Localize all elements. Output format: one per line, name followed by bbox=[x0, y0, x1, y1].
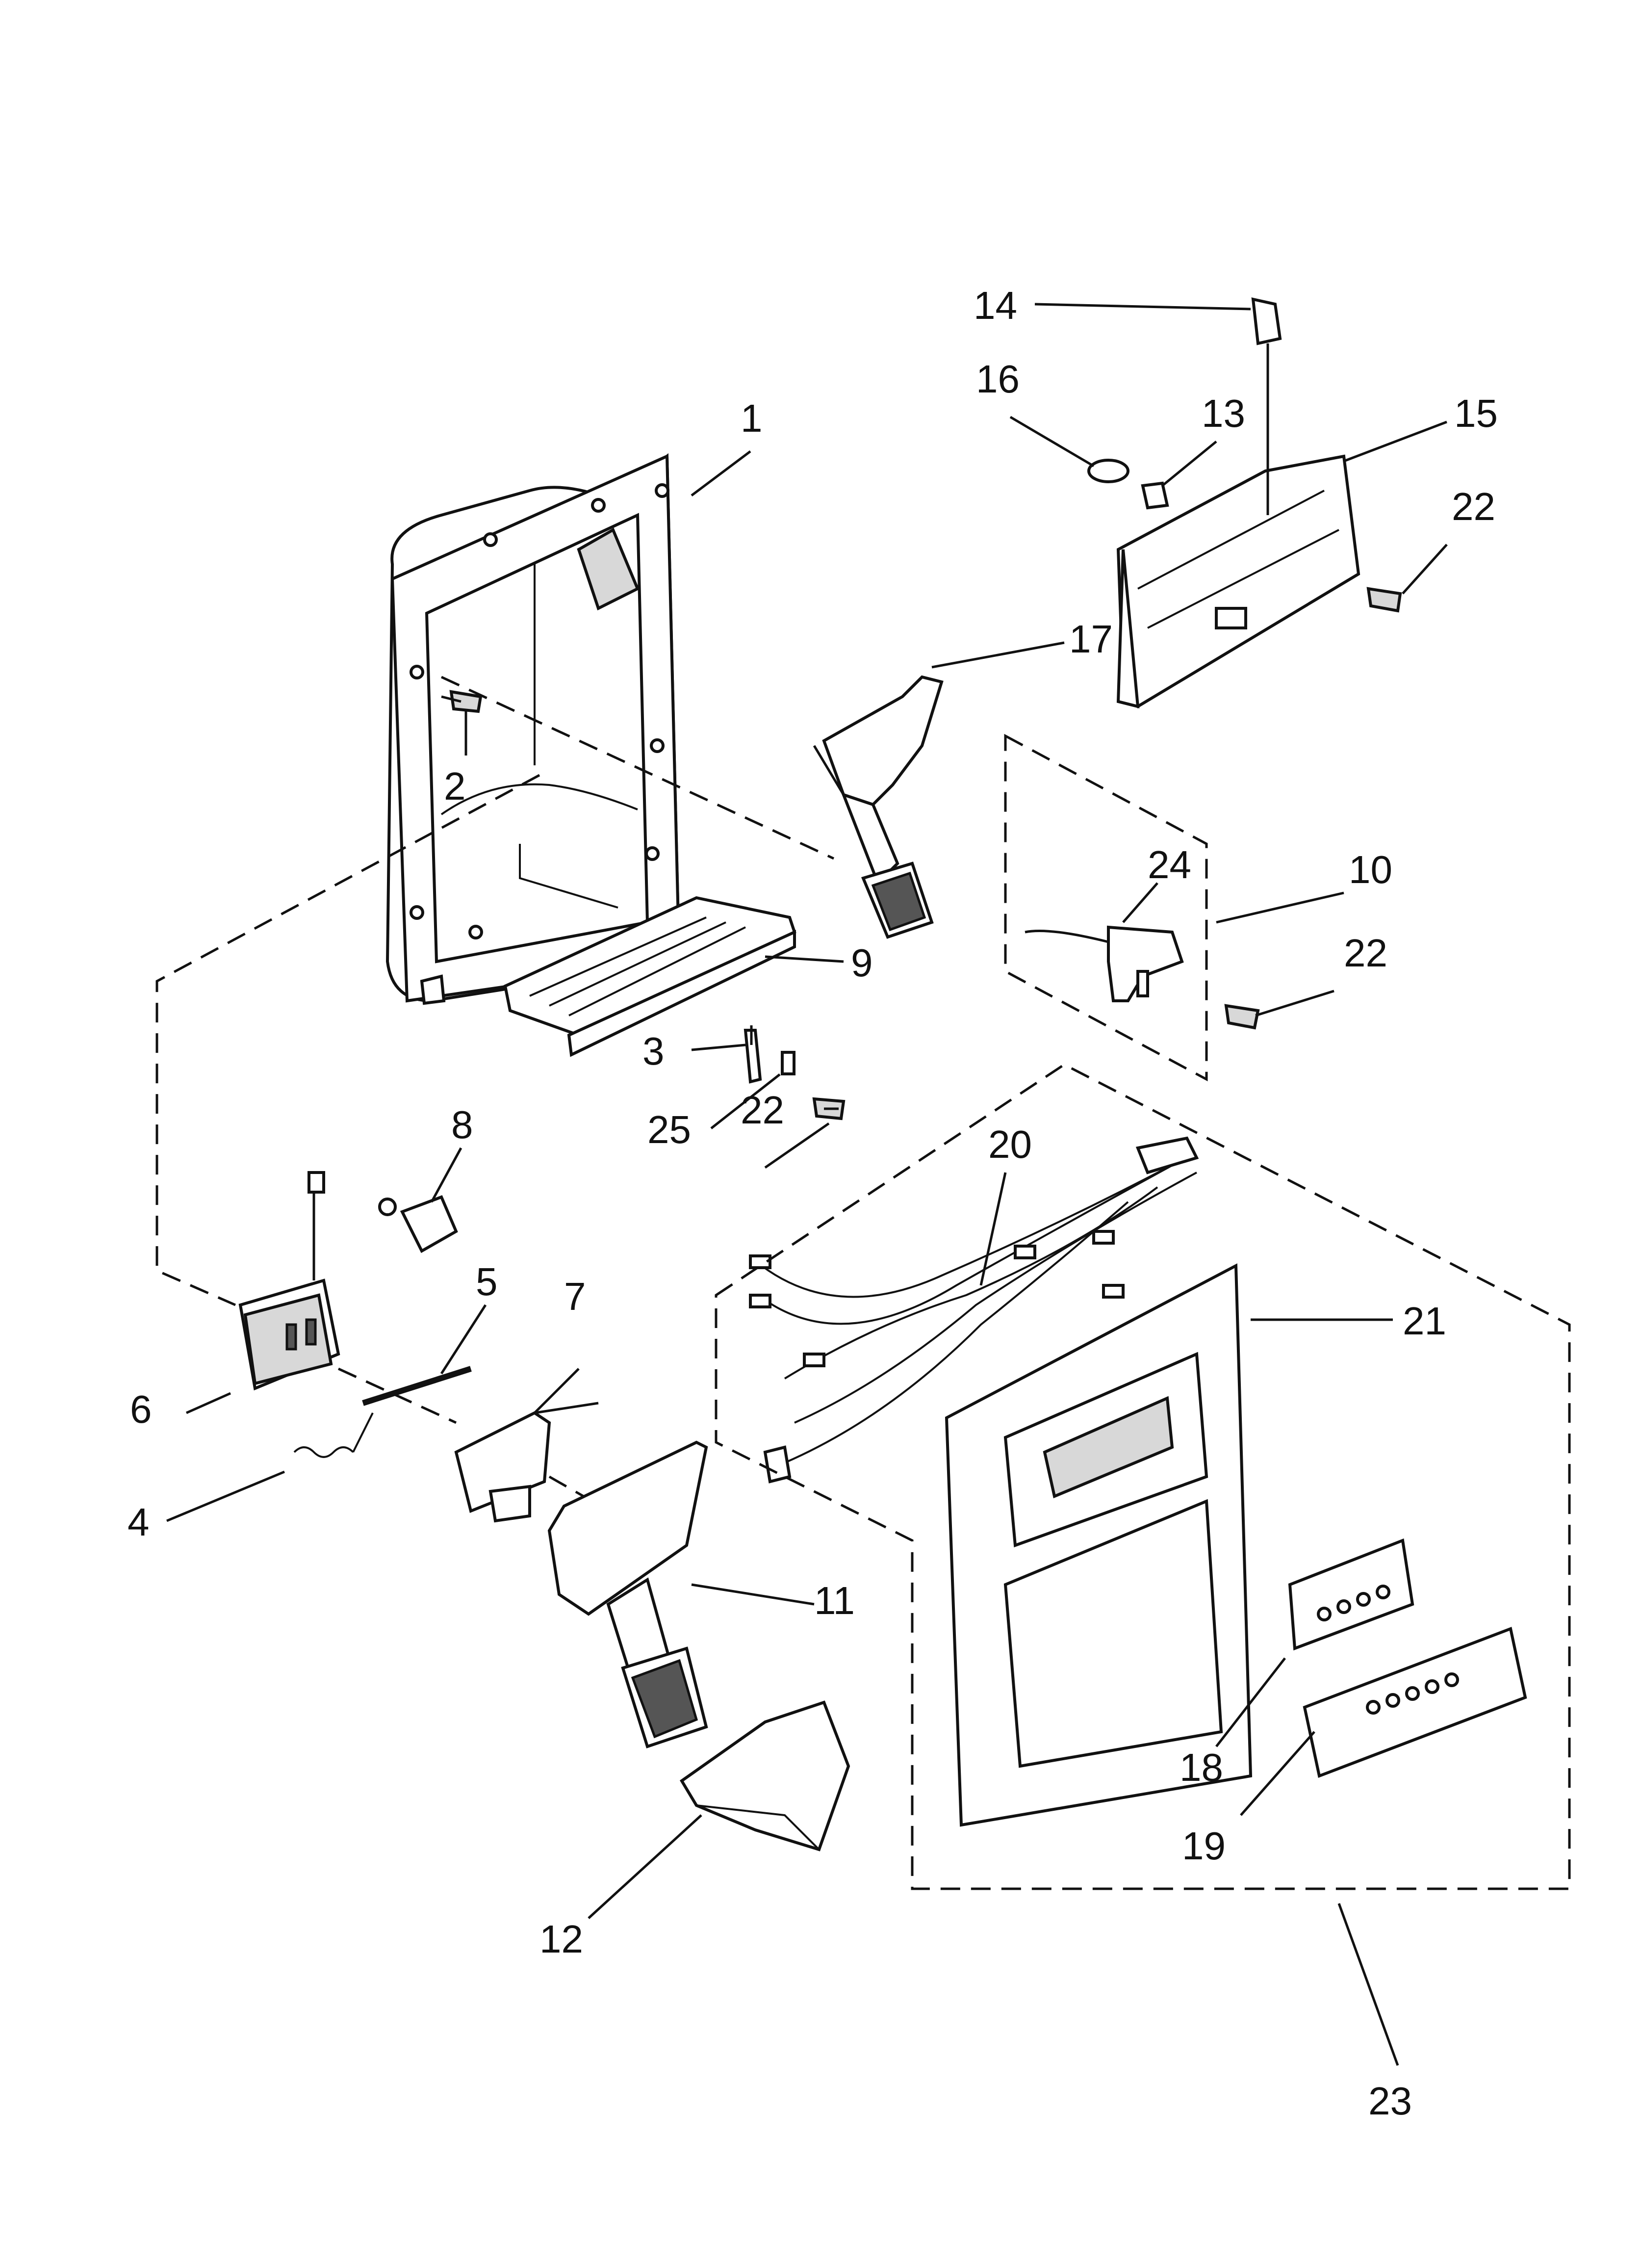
part-11-ice-paddle bbox=[547, 1440, 708, 1748]
callout-22-right: 22 bbox=[1344, 931, 1387, 975]
part-22-screw-top bbox=[1366, 587, 1402, 613]
part-4-spring bbox=[293, 1412, 374, 1458]
assembly-outline-23 bbox=[715, 1063, 1571, 1890]
callout-24: 24 bbox=[1148, 843, 1191, 886]
callout-20: 20 bbox=[988, 1122, 1032, 1166]
part-12-ice-chute bbox=[679, 1700, 850, 1851]
part-7-lever bbox=[454, 1402, 599, 1523]
part-21-front-panel bbox=[945, 1263, 1253, 1827]
callout-3: 3 bbox=[642, 1029, 665, 1073]
callout-8: 8 bbox=[451, 1103, 473, 1147]
part-19-membrane bbox=[1303, 1626, 1527, 1778]
callout-19: 19 bbox=[1182, 1824, 1226, 1868]
part-25-pad bbox=[781, 1051, 795, 1075]
part-6-module bbox=[238, 1171, 340, 1391]
callout-18: 18 bbox=[1180, 1746, 1223, 1789]
callout-2: 2 bbox=[444, 764, 466, 808]
callout-15: 15 bbox=[1454, 391, 1498, 435]
part-24-actuator bbox=[1025, 925, 1184, 1002]
part-17-water-paddle bbox=[813, 675, 944, 939]
part-5-rod bbox=[362, 1366, 472, 1406]
part-8-solenoid bbox=[378, 1195, 458, 1253]
part-22-screw-right bbox=[1224, 1004, 1260, 1030]
part-2-screw bbox=[441, 690, 483, 713]
callout-13: 13 bbox=[1202, 391, 1245, 435]
callout-10: 10 bbox=[1349, 848, 1392, 891]
callout-4: 4 bbox=[128, 1500, 150, 1544]
callout-22-top: 22 bbox=[1452, 485, 1495, 528]
callout-22-lower: 22 bbox=[741, 1088, 784, 1132]
callout-1: 1 bbox=[741, 396, 763, 440]
callout-16: 16 bbox=[976, 357, 1020, 401]
assembly-outline-left bbox=[155, 676, 835, 1498]
part-15-upper-housing bbox=[1116, 454, 1360, 708]
part-16-light-bulb bbox=[1087, 459, 1129, 483]
callout-6: 6 bbox=[130, 1387, 152, 1431]
callout-7: 7 bbox=[564, 1275, 586, 1318]
callout-11: 11 bbox=[814, 1579, 855, 1622]
part-13-socket bbox=[1141, 481, 1169, 510]
callout-labels: 1 2 3 4 5 6 7 8 9 10 11 12 13 14 15 16 1… bbox=[128, 284, 1498, 2123]
part-18-control-board bbox=[1288, 1538, 1414, 1651]
callout-25: 25 bbox=[647, 1108, 691, 1151]
part-14-switch bbox=[1251, 297, 1282, 515]
part-1-housing bbox=[385, 453, 681, 1005]
part-22-screw-lower bbox=[812, 1097, 846, 1121]
callout-9: 9 bbox=[851, 941, 873, 985]
callout-12: 12 bbox=[539, 1917, 583, 1961]
part-9-drip-tray bbox=[503, 896, 796, 1057]
callout-17: 17 bbox=[1069, 617, 1113, 661]
callout-23: 23 bbox=[1368, 2079, 1412, 2123]
part-3-clip bbox=[744, 1025, 762, 1084]
part-10-bracket-assembly bbox=[1004, 733, 1208, 1082]
callout-14: 14 bbox=[974, 284, 1017, 327]
callout-5: 5 bbox=[476, 1260, 498, 1303]
callout-21: 21 bbox=[1403, 1299, 1446, 1343]
leader-lines bbox=[166, 303, 1448, 2066]
part-20-wire-harness bbox=[749, 1136, 1199, 1484]
